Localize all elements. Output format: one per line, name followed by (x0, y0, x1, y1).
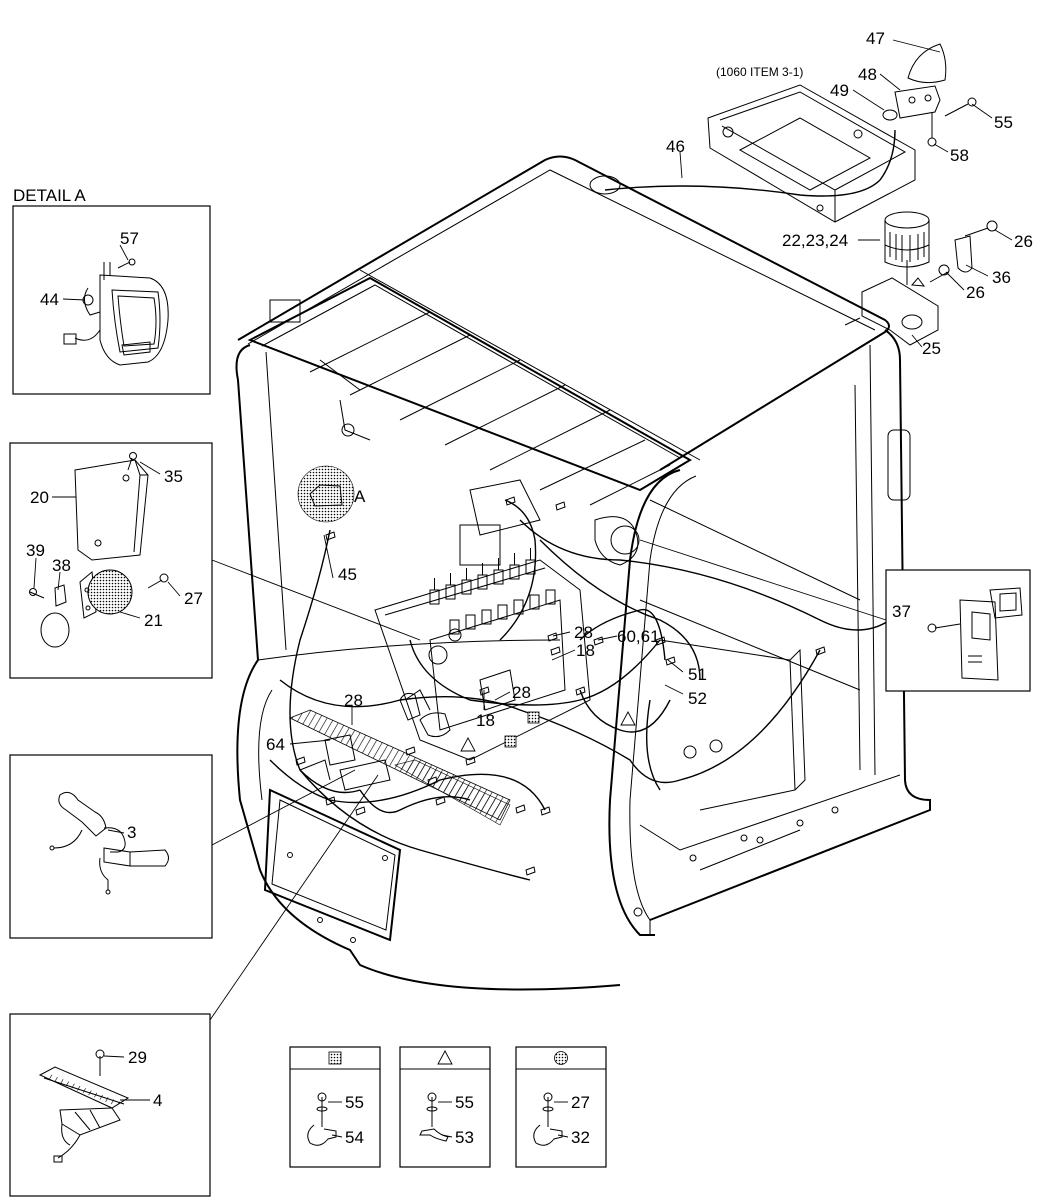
callout-52: 52 (688, 689, 707, 708)
harness-clip (547, 632, 558, 642)
detail-a-box: DETAIL A (12, 186, 211, 395)
overhead-guard (247, 276, 692, 506)
harness-clip (525, 866, 536, 876)
front-grill (289, 709, 511, 826)
callout-49: 49 (830, 81, 849, 100)
harness-clip (665, 656, 676, 666)
harness-clip (540, 806, 551, 816)
detail-a-marker-label: A (354, 487, 366, 506)
wiring-harness (269, 496, 891, 881)
callout-48: 48 (858, 65, 877, 84)
relay (449, 619, 460, 635)
relay (481, 609, 492, 625)
callout-37: 37 (892, 602, 911, 621)
callout-3: 3 (127, 823, 136, 842)
callout-58: 58 (950, 146, 969, 165)
callout-60-61: 60,61 (617, 627, 660, 646)
callout-28-c: 28 (344, 691, 363, 710)
callout-64: 64 (266, 735, 285, 754)
triangle-symbol-icon (437, 1050, 453, 1065)
relay (545, 589, 556, 605)
harness-clip (815, 646, 826, 656)
callout-39: 39 (26, 541, 45, 560)
callout-28-b: 28 (512, 683, 531, 702)
pedal-box (9, 1013, 211, 1197)
callout-18-a: 18 (576, 641, 595, 660)
harness-clip (325, 796, 336, 806)
legend-top-label: 55 (345, 1093, 364, 1112)
legend-item-circle-dotted: 27 32 (515, 1046, 607, 1168)
legend: 55 54 55 53 27 32 (289, 1046, 607, 1168)
harness-clip (435, 796, 446, 806)
callout-22-23-24: 22,23,24 (782, 231, 848, 250)
callout-4: 4 (153, 1091, 162, 1110)
speaker-cover-box (9, 442, 213, 679)
callout-labels: (1060 ITEM 3-1) 47 48 49 55 58 46 22,23,… (26, 29, 1033, 1110)
callout-44: 44 (40, 290, 59, 309)
pedal-area (299, 692, 421, 791)
harness-clip (479, 686, 490, 696)
legend-item-triangle: 55 53 (399, 1046, 491, 1168)
harness-clip (295, 756, 306, 766)
relay (529, 594, 540, 610)
callout-55-top: 55 (994, 113, 1013, 132)
reference-note: (1060 ITEM 3-1) (716, 65, 803, 79)
callout-46: 46 (666, 137, 685, 156)
switch-box (9, 754, 213, 939)
cab-body (235, 155, 931, 991)
console-assembly (374, 479, 640, 761)
harness-clip (575, 686, 586, 696)
callout-26-b: 26 (966, 283, 985, 302)
harness-clip (505, 496, 516, 506)
callout-51: 51 (688, 665, 707, 684)
harness-clip (550, 646, 561, 656)
connector-box (885, 569, 1031, 692)
legend-top-label: 55 (455, 1093, 474, 1112)
leader-lines (33, 39, 1013, 1101)
callout-36: 36 (992, 268, 1011, 287)
callout-21: 21 (144, 611, 163, 630)
detail-a-marker: A (297, 465, 366, 523)
callout-28-a: 28 (574, 623, 593, 642)
callout-18-b: 18 (476, 711, 495, 730)
harness-clip (325, 531, 336, 541)
callout-29: 29 (128, 1048, 147, 1067)
legend-item-square-dotted: 55 54 (289, 1046, 381, 1168)
harness-clip (655, 636, 666, 646)
legend-bottom-label: 32 (571, 1128, 590, 1147)
callout-45: 45 (338, 565, 357, 584)
relay (497, 604, 508, 620)
harness-clip (465, 756, 476, 766)
callout-57: 57 (120, 229, 139, 248)
legend-top-label: 27 (571, 1093, 590, 1112)
legend-bottom-label: 54 (345, 1128, 364, 1147)
callout-20: 20 (30, 488, 49, 507)
callout-35: 35 (164, 467, 183, 486)
harness-clip (355, 806, 366, 816)
callout-25: 25 (922, 339, 941, 358)
detail-a-title: DETAIL A (13, 186, 86, 205)
harness-clip (515, 804, 526, 814)
harness-clip (405, 746, 416, 756)
harness-clip (427, 776, 438, 786)
roof-bracket-assembly (604, 43, 998, 346)
callout-27-box: 27 (184, 589, 203, 608)
harness-clip (555, 501, 566, 511)
callout-38: 38 (52, 556, 71, 575)
relay (465, 614, 476, 630)
callout-47: 47 (866, 29, 885, 48)
callout-26-a: 26 (1014, 232, 1033, 251)
diagram-symbols (460, 711, 636, 752)
square-symbol-icon (328, 1051, 342, 1065)
circle-symbol-icon (554, 1051, 568, 1065)
legend-bottom-label: 53 (455, 1128, 474, 1147)
harness-clip (593, 636, 604, 646)
